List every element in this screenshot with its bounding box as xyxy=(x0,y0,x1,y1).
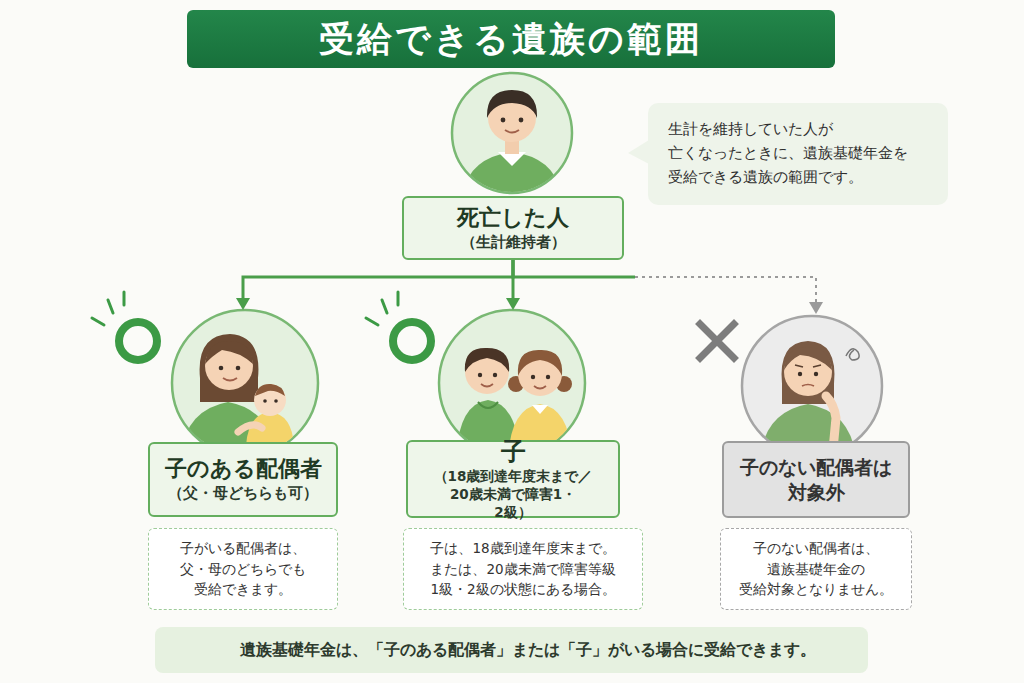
label-box: 子（18歳到達年度末まで／ 20歳未満で障害1・2級） xyxy=(406,440,620,518)
person-card: 子（18歳到達年度末まで／ 20歳未満で障害1・2級） xyxy=(406,310,620,518)
ok-mark xyxy=(92,292,157,360)
speech-bubble: 生計を維持していた人が 亡くなったときに、遺族基礎年金を 受給できる遺族の範囲で… xyxy=(648,103,948,205)
label-box: 死亡した人（生計維持者） xyxy=(402,196,624,260)
heading: 死亡した人 xyxy=(457,204,569,233)
summary-band: 遺族基礎年金は、「子のある配偶者」または「子」がいる場合に受給できます。 xyxy=(155,627,868,673)
title-banner: 受給できる遺族の範囲 xyxy=(187,10,835,68)
connector-arrow xyxy=(506,260,520,310)
subheading: （18歳到達年度末まで／ 20歳未満で障害1・2級） xyxy=(432,467,594,522)
ok-mark xyxy=(366,292,431,360)
heading: 子がいる配偶者は、 父・母のどちらでも 受給できます。 xyxy=(177,538,309,601)
heading: 子 xyxy=(501,437,526,467)
person-card: 子のない配偶者は 対象外 xyxy=(722,314,910,518)
subheading: （生計維持者） xyxy=(461,233,566,253)
connector-arrow xyxy=(513,260,823,314)
spouse-avatar xyxy=(172,310,318,460)
deceased-avatar xyxy=(452,73,572,200)
heading: 子のある配偶者 xyxy=(165,455,322,484)
connector-arrow xyxy=(236,260,513,310)
heading: 子のない配偶者は、 遺族基礎年金の 受給対象となりません。 xyxy=(736,538,895,601)
label-box: 子のない配偶者は 対象外 xyxy=(722,441,910,518)
title: 受給できる遺族の範囲 xyxy=(319,16,703,63)
label-box: 子のある配偶者（父・母どちらも可） xyxy=(148,442,338,517)
ng-mark xyxy=(700,324,734,358)
heading: 遺族基礎年金は、「子のある配偶者」または「子」がいる場合に受給できます。 xyxy=(240,640,816,661)
heading: 子のない配偶者は 対象外 xyxy=(732,455,899,504)
note-box: 子のない配偶者は、 遺族基礎年金の 受給対象となりません。 xyxy=(720,528,912,610)
note-box: 子がいる配偶者は、 父・母のどちらでも 受給できます。 xyxy=(148,528,338,610)
heading: 生計を維持していた人が 亡くなったときに、遺族基礎年金を 受給できる遺族の範囲で… xyxy=(668,118,912,190)
childless-spouse-avatar xyxy=(742,316,882,460)
person-card: 子のある配偶者（父・母どちらも可） xyxy=(148,310,338,517)
heading: 子は、18歳到達年度末まで。 または、20歳未満で障害等級 1級・2級の状態にあ… xyxy=(427,538,619,601)
note-box: 子は、18歳到達年度末まで。 または、20歳未満で障害等級 1級・2級の状態にあ… xyxy=(403,528,643,610)
subheading: （父・母どちらも可） xyxy=(168,484,318,504)
bubble-tail xyxy=(628,140,649,164)
